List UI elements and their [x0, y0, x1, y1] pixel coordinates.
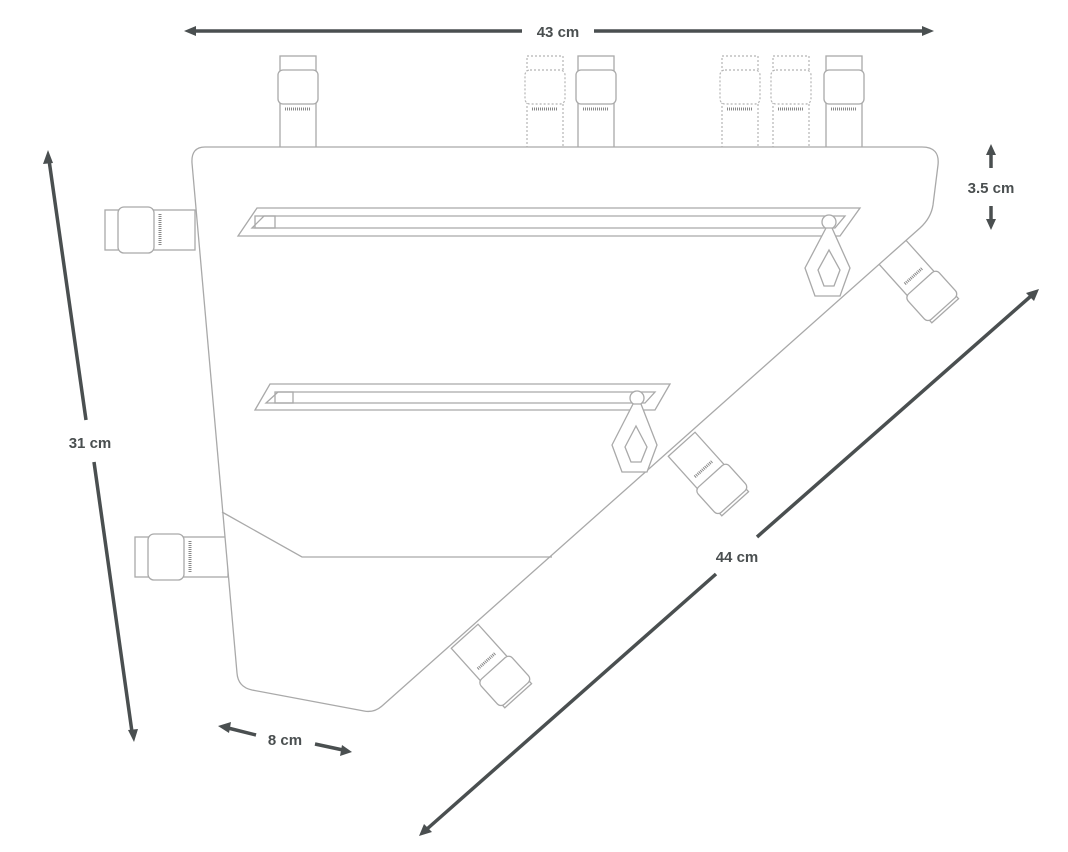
strap-top-optional-1: [523, 54, 567, 150]
strap-top-2: [574, 54, 618, 150]
dimension-strap-spacing: 3.5 cm: [968, 144, 1015, 230]
dimension-label-31: 31 cm: [69, 435, 112, 452]
zipper-top: [236, 207, 862, 297]
zipper-bottom: [253, 383, 672, 473]
strap-top-optional-2: [718, 54, 762, 150]
dimension-top-width: 43 cm: [184, 24, 934, 41]
strap-top-1: [276, 54, 320, 150]
dimension-label-43: 43 cm: [537, 24, 580, 41]
strap-top-3: [822, 54, 866, 150]
bag-outline: [191, 146, 939, 713]
bag-panel-seam: [221, 511, 552, 558]
dimension-diagonal: 44 cm: [419, 289, 1039, 836]
dimension-label-44: 44 cm: [716, 549, 759, 566]
dimension-label-3-5: 3.5 cm: [968, 180, 1015, 197]
left-straps: [104, 206, 229, 581]
top-straps: [276, 54, 866, 150]
dimension-left-height: 31 cm: [43, 150, 138, 742]
dimension-label-8: 8 cm: [268, 732, 302, 749]
strap-top-optional-3: [769, 54, 813, 150]
dimension-bottom-width: 8 cm: [218, 722, 352, 756]
